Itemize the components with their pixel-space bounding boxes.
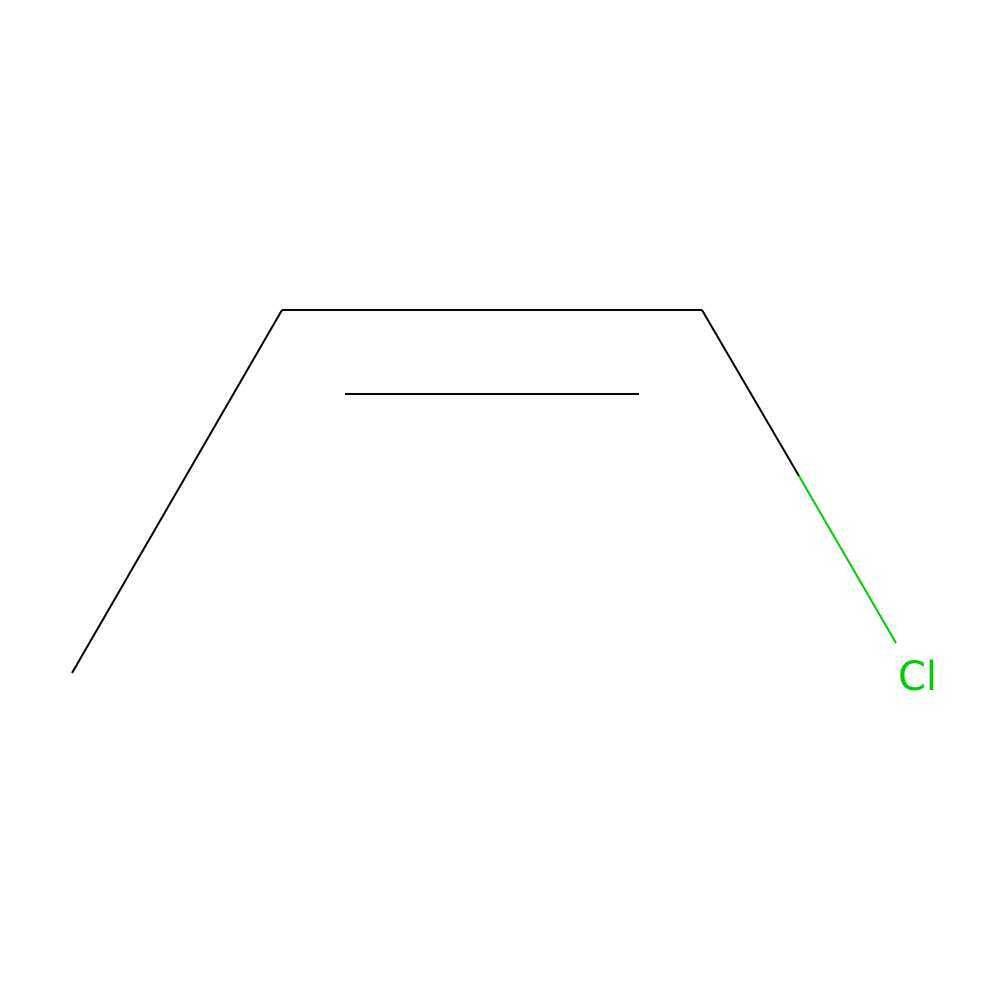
bond-c3-cl-chlorine-half [798,475,897,644]
atom-label-chlorine: Cl [898,654,937,700]
bond-c1-c2 [71,309,283,674]
bond-c3-cl-carbon-half [701,309,800,477]
